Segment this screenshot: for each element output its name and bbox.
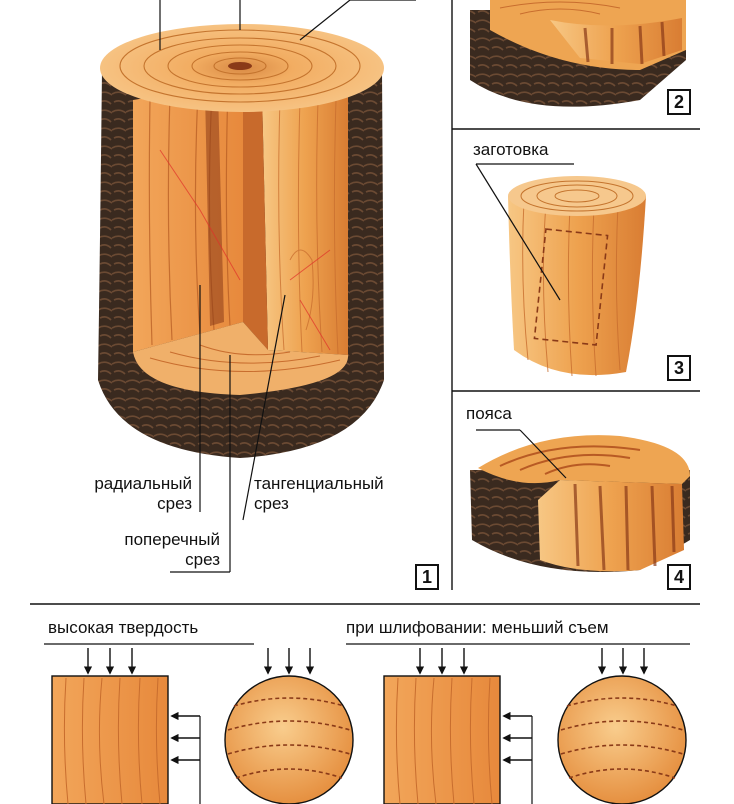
tangential-cut-label: тангенциальный срез [254,474,384,513]
hardness-comparison [44,643,690,804]
panel1-leaders [170,285,286,573]
high-hardness-caption: высокая твердость [48,618,199,637]
rings-label: пояса [466,404,512,423]
radial-sample-square-right [383,675,501,804]
radial-sample-square-left [51,675,169,804]
log-illustration [98,0,416,458]
split-log-illustration [470,0,686,107]
tangential-cut-face [262,92,348,355]
panel-separators [30,0,700,605]
blank-outline [533,228,609,346]
grinding-caption: при шлифовании: меньший съем [346,618,609,637]
panel-number-4: 4 [667,564,691,590]
blank-label: заготовка [473,140,549,159]
cross-sample-circle-right [557,675,687,804]
cross-cut-face [133,322,349,395]
panel-number-3: 3 [667,355,691,381]
cross-sample-circle-left [224,675,354,804]
radial-cut-label: радиальный срез [94,474,192,513]
blank-log-illustration [475,163,646,377]
panel-number-2: 2 [667,89,691,115]
cross-cut-label: поперечный срез [124,530,220,569]
growth-rings-illustration [470,429,690,572]
panel-number-1: 1 [415,564,439,590]
